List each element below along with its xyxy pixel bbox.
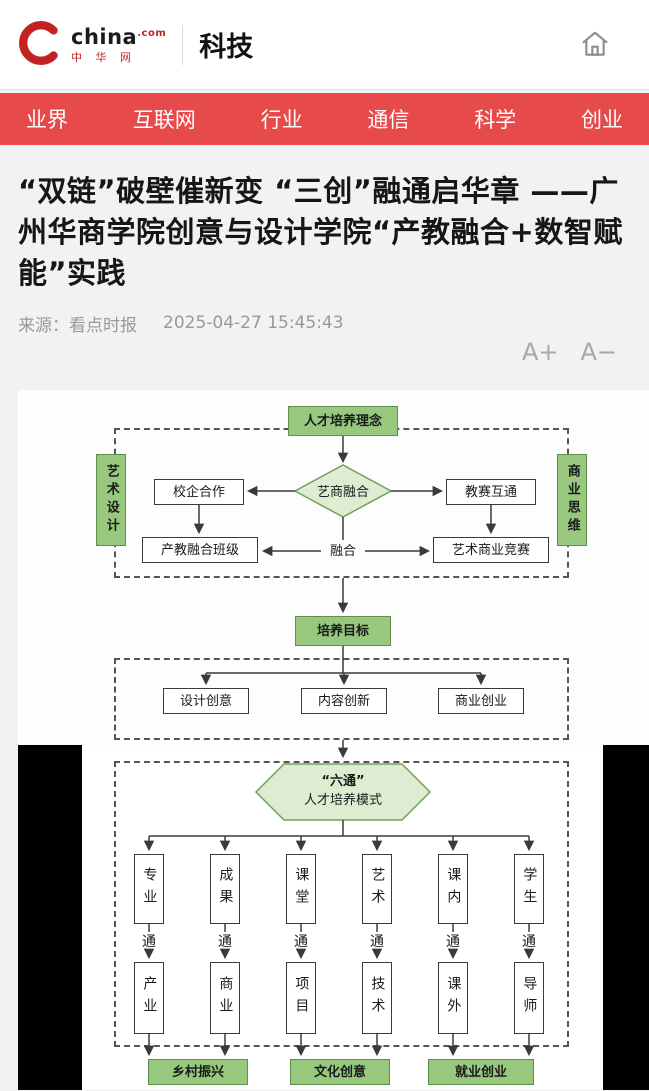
fig-col3-top: 课堂 <box>286 854 316 925</box>
font-decrease-button[interactable]: A− <box>580 337 617 366</box>
fig-node-school-enterprise: 校企合作 <box>154 479 244 506</box>
nav-item-telecom[interactable]: 通信 <box>367 108 410 132</box>
fig-rail-art-design: 艺术设计 <box>96 454 126 547</box>
logo-tld: .com <box>137 27 167 39</box>
fig-col5-bottom: 课外 <box>438 962 468 1035</box>
fig-col2-bottom: 商业 <box>210 962 240 1035</box>
fig-col6-through: 通 <box>522 933 536 950</box>
fig-rail-business-thinking: 商业思维 <box>557 454 587 547</box>
fig-hexagon-subtitle: 人才培养模式 <box>303 792 382 808</box>
logo-text: china.com 中 华 网 <box>71 24 167 64</box>
channel-title[interactable]: 科技 <box>199 32 254 63</box>
publish-datetime: 2025-04-27 15:45:43 <box>163 313 344 334</box>
nav-item-science[interactable]: 科学 <box>474 108 517 132</box>
source-label: 来源： <box>18 315 69 336</box>
fig-col6-bottom: 导师 <box>514 962 544 1035</box>
nav-item-startup[interactable]: 创业 <box>580 108 623 132</box>
nav-item-sector[interactable]: 行业 <box>260 108 303 132</box>
fig-hexagon-label: “六通” 人才培养模式 <box>263 767 423 815</box>
article-meta: 来源： 看点时报 2025-04-27 15:45:43 <box>18 311 631 336</box>
article: “双链”破壁催新变 “三创”融通启华章 ——广州华商学院创意与设计学院“产教融合… <box>0 145 649 1091</box>
font-increase-button[interactable]: A+ <box>521 337 559 366</box>
fig-node-design-creativity: 设计创意 <box>163 688 249 715</box>
home-icon[interactable] <box>579 28 611 64</box>
fig-col2-through: 通 <box>218 933 232 950</box>
logo-c-icon <box>18 20 64 70</box>
fig-label-fusion: 融合 <box>329 543 356 559</box>
fig-node-concept: 人才培养理念 <box>288 406 398 437</box>
logo-chinese-name: 中 华 网 <box>71 50 136 64</box>
fig-node-industry-class: 产教融合班级 <box>142 537 258 564</box>
fig-col3-through: 通 <box>294 933 308 950</box>
fig-col1-through: 通 <box>142 933 156 950</box>
fig-node-goal: 培养目标 <box>295 616 391 647</box>
fig-col4-bottom: 技术 <box>362 962 392 1035</box>
fig-node-employment-entrepreneurship: 就业创业 <box>428 1059 534 1086</box>
fig-node-content-innovation: 内容创新 <box>301 688 387 715</box>
fig-node-art-business-contest: 艺术商业竞赛 <box>433 537 549 564</box>
site-header: china.com 中 华 网 科技 <box>0 0 649 90</box>
fig-col2-top: 成果 <box>210 854 240 925</box>
fig-col4-top: 艺术 <box>362 854 392 925</box>
fig-node-rural-revitalization: 乡村振兴 <box>148 1059 248 1086</box>
logo-brand: china.com <box>71 24 167 49</box>
fig-node-cultural-creativity: 文化创意 <box>290 1059 390 1086</box>
fig-col4-through: 通 <box>370 933 384 950</box>
nav-item-industry-news[interactable]: 业界 <box>26 108 68 132</box>
fig-col5-top: 课内 <box>438 854 468 925</box>
fig-diamond-label: 艺商融合 <box>316 484 369 500</box>
fig-dashed-frame-3 <box>114 761 569 1048</box>
fig-hexagon-title: “六通” <box>321 774 365 790</box>
fig-col1-top: 专业 <box>134 854 164 925</box>
nav-item-internet[interactable]: 互联网 <box>132 108 196 132</box>
header-divider <box>182 24 184 65</box>
fig-col6-top: 学生 <box>514 854 544 925</box>
article-figure: 人才培养理念 艺术设计 商业思维 艺商融合 校企合作 教赛互通 产教融合班级 艺… <box>18 390 649 1091</box>
figure-top-background <box>18 390 649 746</box>
main-nav: 业界 互联网 行业 通信 科学 创业 <box>0 93 649 145</box>
font-size-controls: A+ A− <box>18 338 631 367</box>
article-title: “双链”破壁催新变 “三创”融通启华章 ——广州华商学院创意与设计学院“产教融合… <box>18 174 623 291</box>
fig-col1-bottom: 产业 <box>134 962 164 1035</box>
fig-col3-bottom: 项目 <box>286 962 316 1035</box>
fig-col5-through: 通 <box>446 933 460 950</box>
source-name: 看点时报 <box>69 315 137 336</box>
fig-node-business-startup: 商业创业 <box>438 688 524 715</box>
site-logo[interactable]: china.com 中 华 网 <box>18 20 166 70</box>
fig-dashed-frame-2 <box>114 658 569 741</box>
fig-node-teaching-competition: 教赛互通 <box>446 479 536 506</box>
